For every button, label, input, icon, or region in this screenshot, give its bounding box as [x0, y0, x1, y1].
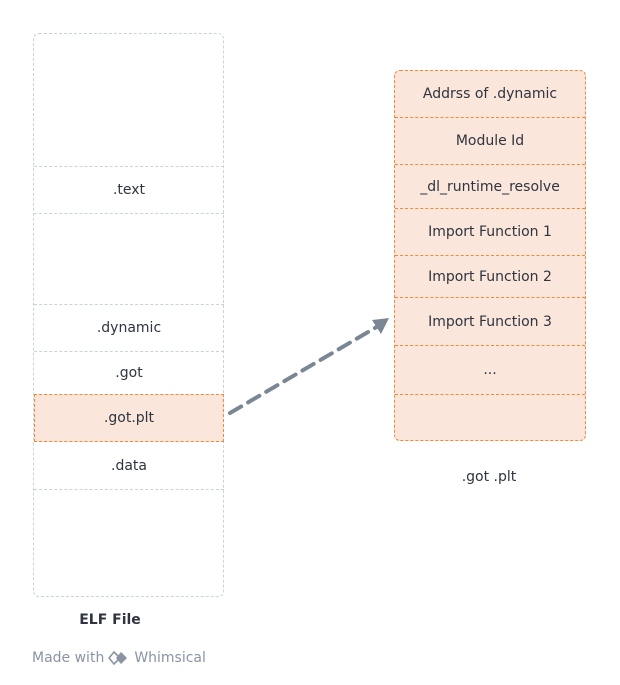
got-entry: Import Function 1: [395, 209, 585, 255]
elf-section-got: .got: [34, 351, 224, 394]
elf-section-label: .got.plt: [103, 410, 155, 426]
got-entry: ...: [395, 346, 585, 394]
elf-file-caption: ELF File: [79, 612, 141, 628]
got-entry: Import Function 3: [395, 298, 585, 345]
divider: [395, 345, 585, 346]
got-plt-caption: .got .plt: [461, 469, 517, 485]
got-entry: Import Function 2: [395, 256, 585, 297]
elf-section-label: .text: [112, 182, 146, 198]
arrow-connector: [228, 318, 389, 415]
elf-file-block: [33, 33, 224, 597]
elf-section-dynamic: .dynamic: [34, 304, 224, 351]
elf-section-text: .text: [34, 166, 224, 213]
divider: [395, 255, 585, 256]
got-entry-label: Import Function 1: [428, 224, 552, 240]
got-entry-label: Import Function 3: [428, 313, 552, 330]
footer-text: Made with: [32, 650, 105, 666]
got-entry-label: Addrss of .dynamic: [422, 86, 558, 102]
got-entry-label: Module Id: [455, 133, 525, 149]
got-entry-label: ...: [483, 362, 497, 378]
got-entry: Module Id: [395, 118, 585, 164]
got-entry-label: Import Function 2: [428, 268, 552, 285]
divider: [34, 489, 224, 490]
elf-section-label: .got: [115, 365, 143, 381]
got-entry: Addrss of .dynamic: [395, 71, 585, 117]
elf-section-got-plt: .got.plt: [34, 394, 224, 442]
got-entry-label: _dl_runtime_resolve: [420, 178, 560, 195]
divider: [395, 394, 585, 395]
footer-brand: Whimsical: [134, 650, 206, 666]
whimsical-logo-icon: [108, 651, 128, 665]
made-with-footer[interactable]: Made with Whimsical: [32, 650, 206, 666]
divider: [395, 208, 585, 209]
got-entry: _dl_runtime_resolve: [395, 165, 585, 208]
elf-section-data: .data: [34, 442, 224, 489]
elf-section-label: .data: [111, 457, 147, 474]
divider: [395, 164, 585, 165]
got-entry-empty: [395, 395, 585, 440]
divider: [395, 297, 585, 298]
elf-section-label: .dynamic: [96, 320, 162, 336]
arrow-line: [228, 323, 382, 415]
arrow-head: [372, 318, 389, 334]
divider: [34, 213, 224, 214]
divider: [395, 117, 585, 118]
